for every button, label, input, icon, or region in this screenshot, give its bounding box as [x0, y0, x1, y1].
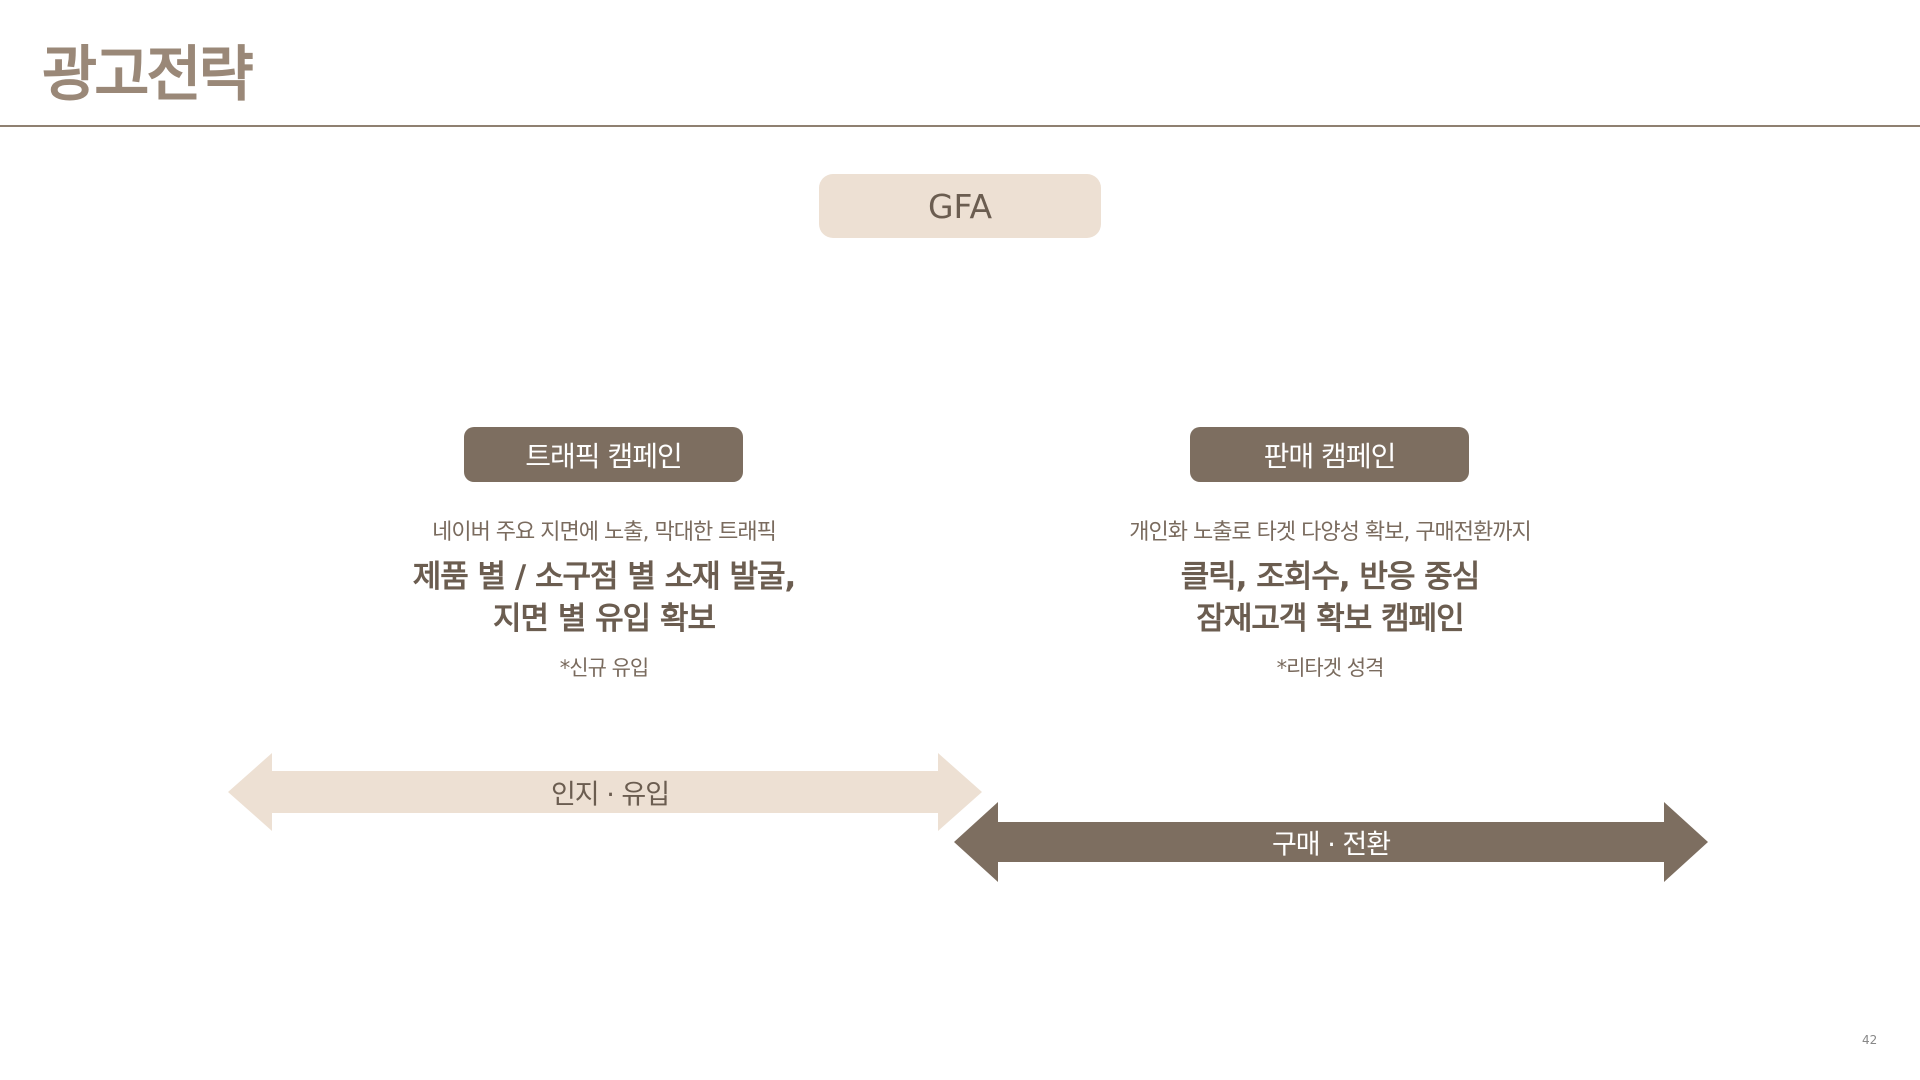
traffic-highlight: 제품 별 / 소구점 별 소재 발굴, 지면 별 유입 확보 [304, 556, 904, 640]
sales-campaign-label: 판매 캠페인 [1263, 439, 1397, 473]
sales-highlight: 클릭, 조회수, 반응 중심 잠재고객 확보 캠페인 [1030, 556, 1630, 640]
gfa-label: GFA [927, 186, 993, 226]
awareness-arrow-label: 인지 · 유입 [550, 779, 670, 811]
traffic-campaign-label: 트래픽 캠페인 [525, 439, 682, 473]
sales-campaign-badge: 판매 캠페인 [1190, 427, 1469, 482]
traffic-highlight-line: 제품 별 / 소구점 별 소재 발굴, [412, 559, 797, 595]
sales-highlight-line: 클릭, 조회수, 반응 중심 [1180, 559, 1481, 595]
title-divider [0, 125, 1920, 127]
sales-highlight-line: 잠재고객 확보 캠페인 [1196, 601, 1464, 637]
traffic-campaign-badge: 트래픽 캠페인 [464, 427, 743, 482]
traffic-highlight-line: 지면 별 유입 확보 [492, 601, 716, 637]
traffic-summary: 네이버 주요 지면에 노출, 막대한 트래픽 [432, 520, 777, 545]
conversion-arrow-label: 구매 · 전환 [1271, 829, 1391, 861]
page-number: 42 [1862, 1033, 1878, 1047]
conversion-arrow [954, 802, 1708, 882]
sales-note: *리타겟 성격 [1276, 656, 1385, 680]
awareness-arrow [228, 753, 982, 831]
sales-summary: 개인화 노출로 타겟 다양성 확보, 구매전환까지 [1129, 520, 1532, 545]
page-title: 광고전략 [42, 40, 254, 110]
gfa-box: GFA [819, 174, 1101, 238]
traffic-note: *신규 유입 [559, 656, 649, 680]
